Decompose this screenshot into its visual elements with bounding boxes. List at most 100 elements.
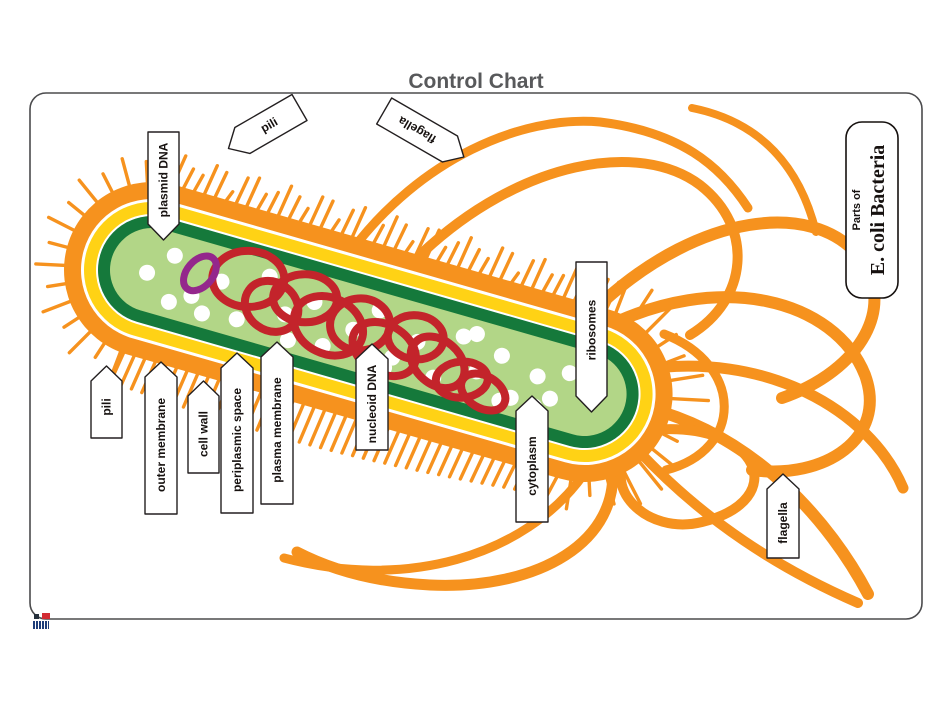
label-text: plasma membrane: [270, 377, 284, 483]
watermark-block-dark: [34, 614, 39, 619]
pilus-hair: [412, 227, 430, 260]
label-arrow: [187, 380, 220, 474]
label-nucleoid-dna: nucleoid DNA: [355, 343, 389, 451]
pilus-hair: [181, 369, 201, 409]
pilus-hair: [635, 457, 664, 491]
label-text: ribosomes: [585, 299, 599, 360]
label-text: cytoplasm: [525, 436, 539, 495]
label-text: flagella: [776, 502, 790, 544]
label-plasma-membrane: plasma membrane: [260, 341, 294, 505]
ribosome: [541, 390, 558, 407]
pilus-hair: [423, 228, 441, 263]
pilus-hair: [308, 405, 328, 447]
pilus-hair: [307, 195, 325, 230]
label-arrow: [260, 341, 294, 505]
label-cytoplasm: cytoplasm: [515, 395, 549, 523]
pilus-hair: [120, 157, 132, 191]
label-cell-wall: cell wall: [187, 380, 220, 474]
label-arrow: [144, 361, 178, 515]
label-pili-top: pili: [227, 93, 308, 155]
flagellum: [615, 424, 760, 530]
pilus-hair: [621, 467, 643, 506]
pilus-hair: [480, 454, 497, 485]
pilus-hair: [383, 426, 402, 465]
pilus-hair: [497, 251, 515, 284]
label-arrow: [766, 473, 800, 559]
ribosome: [228, 311, 245, 328]
pilus-hair: [41, 298, 76, 314]
label-arrow: [515, 395, 549, 523]
pilus-hair: [529, 257, 547, 293]
label-pili-left: pili: [90, 365, 123, 439]
title-box-frame: [845, 121, 899, 299]
pilus-hair: [119, 350, 138, 387]
ribosome: [561, 365, 578, 382]
flagella-strands: [279, 104, 909, 608]
label-arrow: [227, 93, 308, 155]
pilus-hair: [665, 373, 705, 383]
pilus-hair: [77, 178, 101, 207]
flagellum: [415, 157, 743, 340]
label-outer-membrane: outer membrane: [144, 361, 178, 515]
pilus-hair: [455, 236, 473, 272]
ribosome: [166, 247, 183, 264]
pilus-hair: [338, 208, 355, 239]
pilus-hair: [444, 241, 461, 269]
label-text: plasmid DNA: [157, 142, 171, 217]
pilus-hair: [465, 247, 481, 275]
pilus-hair: [129, 354, 148, 391]
label-text: nucleoid DNA: [365, 364, 379, 443]
pilus-hair: [437, 441, 455, 477]
pilus-hair: [666, 396, 711, 403]
pilus-hair: [211, 170, 229, 202]
flagellum: [634, 360, 909, 494]
pilus-hair: [340, 414, 360, 455]
pilus-hair: [518, 259, 536, 290]
label-text: pili: [100, 398, 114, 415]
pilus-hair: [180, 167, 196, 193]
pilus-hair: [393, 429, 413, 468]
pilus-hair: [201, 164, 219, 199]
ribosome: [493, 347, 510, 364]
pilus-hair: [664, 414, 701, 427]
watermark-block-blue: [33, 621, 49, 629]
pilus-hair: [46, 215, 79, 234]
pilus-hair: [560, 266, 579, 303]
pilus-hair: [486, 246, 505, 281]
labels: plasmid DNA pili flagella pili outer mem…: [90, 93, 800, 559]
label-arrow: [147, 131, 180, 241]
flagellum: [594, 291, 876, 478]
ribosome: [160, 293, 177, 310]
pilus-hair: [502, 460, 518, 489]
pilus-hair: [415, 435, 434, 472]
watermark-block-red: [42, 613, 50, 619]
pilus-hair: [275, 184, 294, 221]
label-plasmid-dna: plasmid DNA: [147, 131, 180, 241]
pilus-hair: [653, 332, 678, 350]
pilus-hair: [564, 475, 574, 511]
label-flagella-bottom: flagella: [766, 473, 800, 559]
label-text: outer membrane: [154, 398, 168, 492]
pilus-hair: [318, 408, 339, 450]
label-arrow: [355, 343, 389, 451]
pilus-hair: [642, 306, 672, 337]
label-text: periplasmic space: [230, 388, 244, 492]
page-title: Control Chart: [408, 70, 543, 93]
pilus-hair: [404, 432, 423, 470]
pilus-hair: [391, 223, 408, 254]
label-text: cell wall: [197, 411, 211, 457]
label-arrow: [90, 365, 123, 439]
pilus-hair: [648, 445, 674, 467]
nucleoid-dna-tangle: [208, 246, 510, 415]
plasmid-dna-loop: [180, 252, 220, 295]
label-periplasmic-space: periplasmic space: [220, 352, 254, 514]
ribosome: [468, 326, 485, 343]
label-arrow: [220, 352, 254, 514]
ribosome: [139, 264, 156, 281]
ribosome: [279, 332, 296, 349]
pilus-hair: [233, 176, 250, 209]
ribosome: [529, 368, 546, 385]
pilus-hair: [628, 288, 654, 326]
flagellum: [659, 329, 729, 475]
